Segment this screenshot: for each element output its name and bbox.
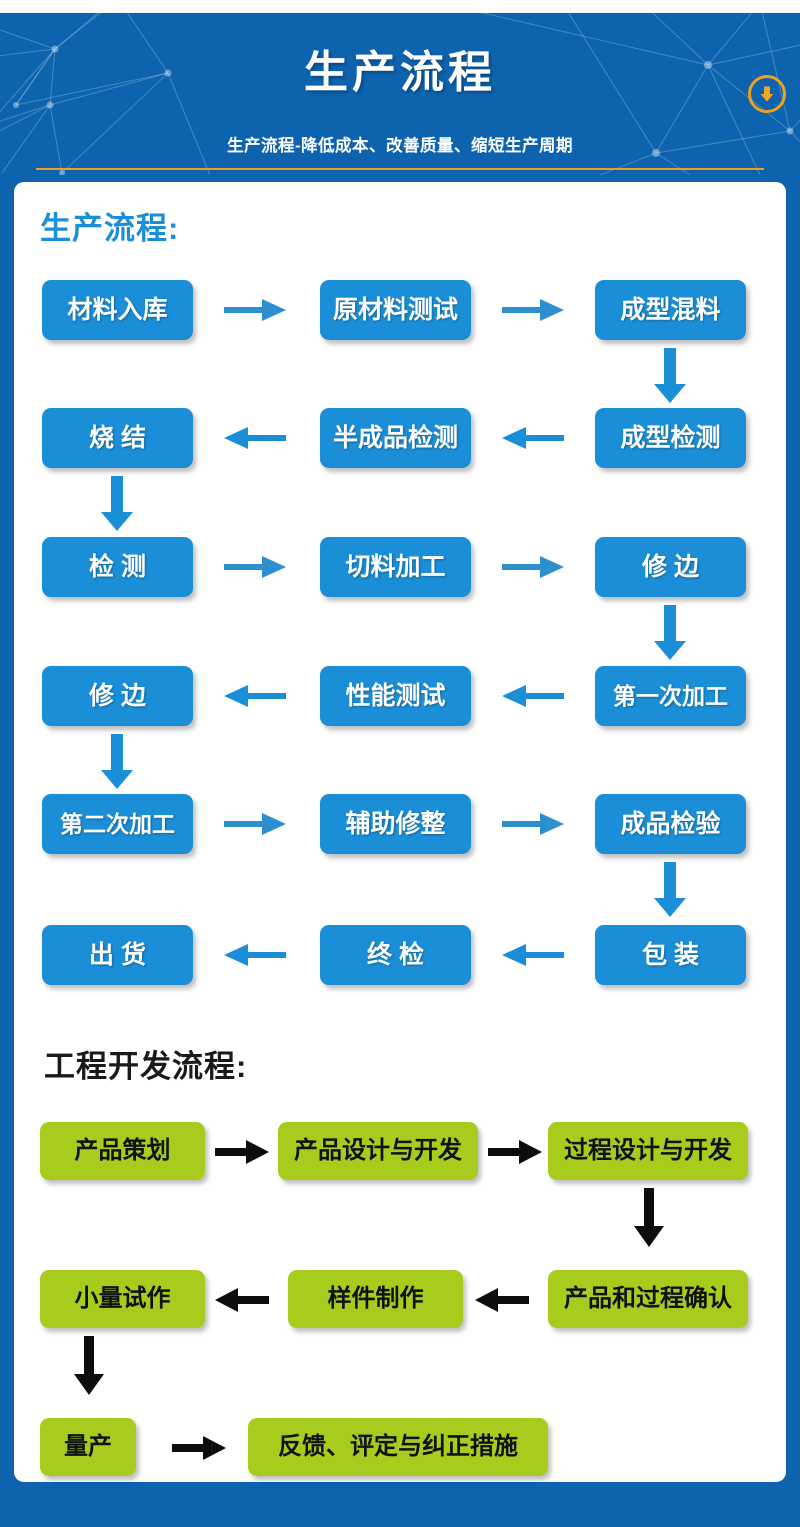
arrow-right-icon (486, 1139, 544, 1165)
arrow-down-icon (632, 1188, 666, 1248)
flow-node[interactable]: 烧 结 (42, 408, 193, 468)
flow-node[interactable]: 产品和过程确认 (548, 1270, 748, 1328)
arrow-down-icon (653, 862, 687, 918)
arrow-down-icon (100, 734, 134, 790)
arrow-down-icon (100, 476, 134, 532)
arrow-left-icon (222, 942, 288, 968)
flow-node[interactable]: 切料加工 (320, 537, 471, 597)
flow-node[interactable]: 产品设计与开发 (278, 1122, 478, 1180)
section-title-engineering-development-flow: 工程开发流程: (44, 1049, 248, 1084)
network-pattern-decoration (0, 13, 800, 175)
arrow-right-icon (170, 1435, 228, 1461)
page-title: 生产流程 (304, 48, 496, 97)
arrow-left-icon (213, 1287, 271, 1313)
page-header: 生产流程 生产流程-降低成本、改善质量、缩短生产周期 (0, 13, 800, 175)
arrow-left-icon (473, 1287, 531, 1313)
flow-node[interactable]: 成品检验 (595, 794, 746, 854)
arrow-right-icon (222, 811, 288, 837)
arrow-right-icon (222, 297, 288, 323)
arrow-left-icon (222, 683, 288, 709)
flow-node[interactable]: 半成品检测 (320, 408, 471, 468)
flow-node[interactable]: 原材料测试 (320, 280, 471, 340)
flow-node[interactable]: 第二次加工 (42, 794, 193, 854)
arrow-down-icon (653, 348, 687, 404)
flow-node[interactable]: 检 测 (42, 537, 193, 597)
flow-node[interactable]: 成型检测 (595, 408, 746, 468)
flow-node[interactable]: 辅助修整 (320, 794, 471, 854)
arrow-left-icon (500, 425, 566, 451)
flow-node[interactable]: 终 检 (320, 925, 471, 985)
arrow-left-icon (500, 942, 566, 968)
arrow-down-circle-icon[interactable] (748, 75, 786, 113)
header-divider (36, 168, 764, 170)
flow-node[interactable]: 量产 (40, 1418, 136, 1476)
flow-node[interactable]: 修 边 (595, 537, 746, 597)
arrow-left-icon (222, 425, 288, 451)
arrow-right-icon (213, 1139, 271, 1165)
arrow-down-icon (72, 1336, 106, 1396)
page-subtitle: 生产流程-降低成本、改善质量、缩短生产周期 (227, 137, 573, 155)
arrow-left-icon (500, 683, 566, 709)
flow-node[interactable]: 包 装 (595, 925, 746, 985)
flow-node[interactable]: 第一次加工 (595, 666, 746, 726)
section-title-production-flow: 生产流程: (40, 211, 180, 246)
arrow-right-icon (222, 554, 288, 580)
flow-node[interactable]: 材料入库 (42, 280, 193, 340)
flow-node[interactable]: 产品策划 (40, 1122, 205, 1180)
flow-node[interactable]: 性能测试 (320, 666, 471, 726)
flow-node[interactable]: 小量试作 (40, 1270, 205, 1328)
arrow-down-icon (653, 605, 687, 661)
flow-node[interactable]: 过程设计与开发 (548, 1122, 748, 1180)
flow-node[interactable]: 出 货 (42, 925, 193, 985)
flow-node[interactable]: 成型混料 (595, 280, 746, 340)
arrow-right-icon (500, 554, 566, 580)
flow-node[interactable]: 反馈、评定与纠正措施 (248, 1418, 548, 1476)
arrow-right-icon (500, 297, 566, 323)
flow-node[interactable]: 样件制作 (288, 1270, 463, 1328)
arrow-right-icon (500, 811, 566, 837)
flow-node[interactable]: 修 边 (42, 666, 193, 726)
